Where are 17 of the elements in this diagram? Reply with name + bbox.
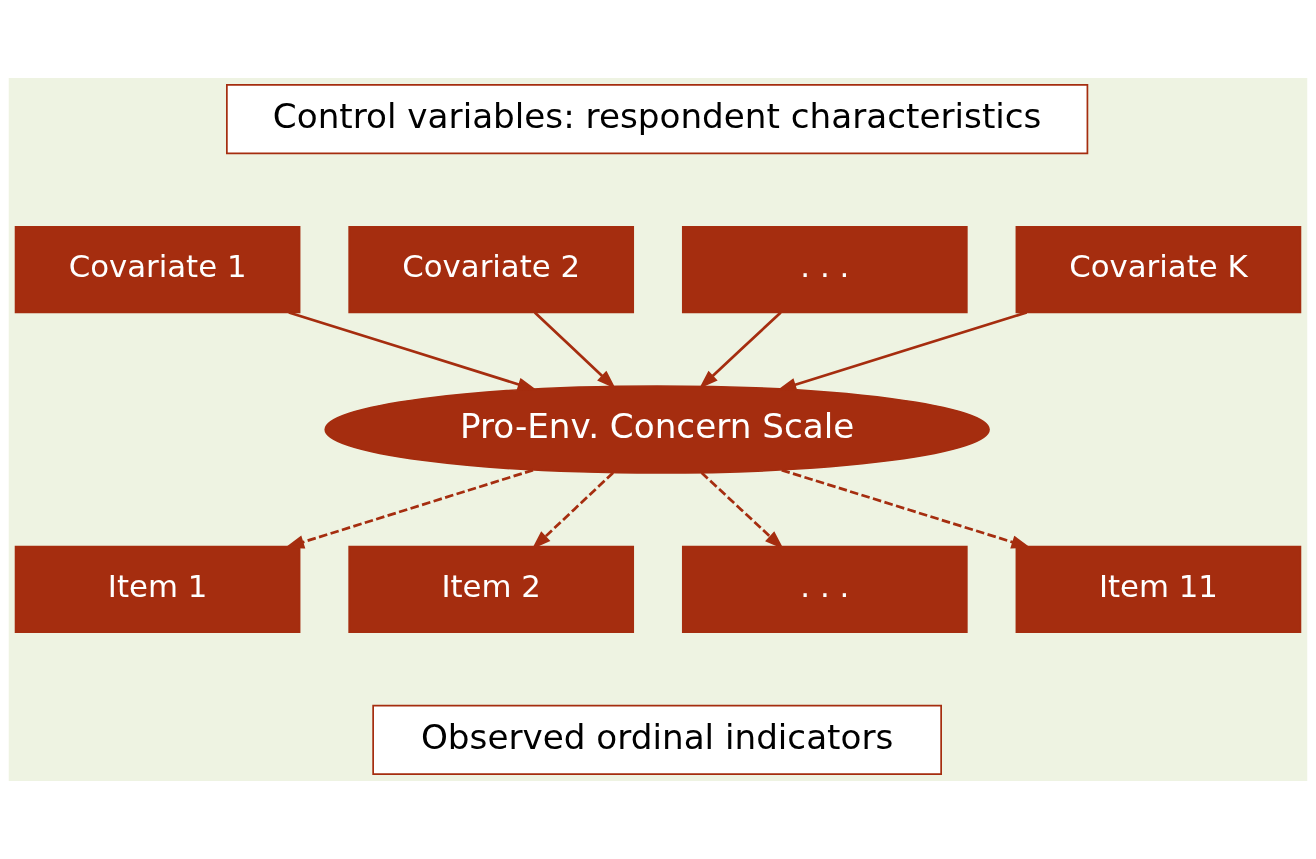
node-box: Covariate 2 xyxy=(348,226,635,314)
node-box: Item 2 xyxy=(348,545,635,633)
arrow xyxy=(699,311,782,389)
arrow xyxy=(533,311,616,389)
arrow xyxy=(781,468,1031,549)
node-box: Item 1 xyxy=(14,545,301,633)
node-box: . . . xyxy=(681,545,968,633)
node-box: . . . xyxy=(681,226,968,314)
node-ellipse: Pro-Env. Concern Scale xyxy=(324,385,990,474)
node-box: Observed ordinal indicators xyxy=(372,704,942,775)
node-box: Control variables: respondent characteristics xyxy=(226,84,1089,155)
node-box: Covariate K xyxy=(1015,226,1302,314)
arrow xyxy=(288,311,537,391)
arrow xyxy=(285,468,534,549)
node-box: Item 11 xyxy=(1015,545,1302,633)
node-box: Covariate 1 xyxy=(14,226,301,314)
arrow xyxy=(777,311,1028,392)
